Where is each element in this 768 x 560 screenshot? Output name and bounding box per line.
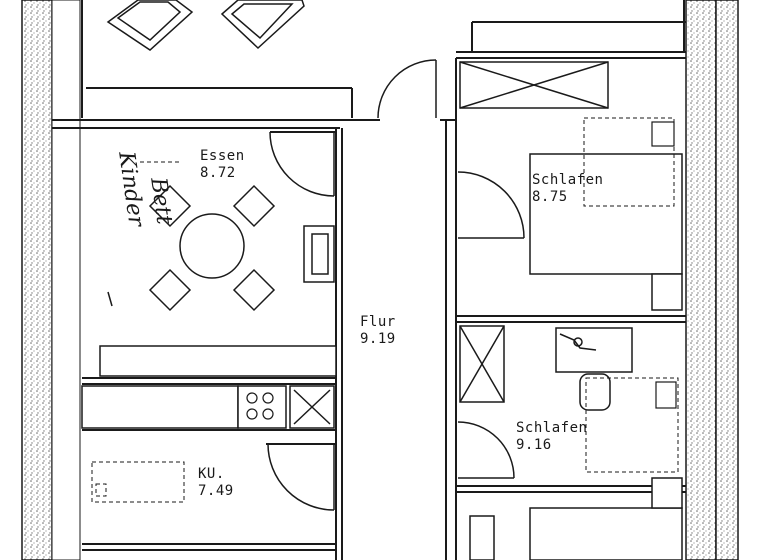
radiator-essen <box>303 225 335 283</box>
pencil-mark <box>107 291 113 307</box>
room-label-kueche: KU. 7.49 <box>198 466 234 500</box>
room-area-essen: 8.72 <box>200 165 236 181</box>
kitchen-dashed-table <box>91 461 185 503</box>
nightstand-1 <box>651 121 675 147</box>
armchair-left <box>106 0 194 51</box>
dining-chairs <box>148 184 276 312</box>
stove-burners <box>246 392 274 420</box>
wardrobe-schlafen-2 <box>459 325 505 403</box>
armchair-right <box>220 0 305 50</box>
room-label-essen: Essen 8.72 <box>200 148 245 182</box>
room-area-flur: 9.19 <box>360 331 396 347</box>
room-name-schlafen-2: Schlafen <box>516 420 588 436</box>
room-name-essen: Essen <box>200 148 245 164</box>
room-label-flur: Flur 9.19 <box>360 314 396 348</box>
room-label-schlafen-2: Schlafen 9.16 <box>516 420 587 454</box>
room-area-schlafen-1: 8.75 <box>532 189 568 205</box>
room-name-kueche: KU. <box>198 466 225 482</box>
desk-lamp-icon <box>559 333 597 351</box>
bed-schlafen-1 <box>529 153 683 311</box>
door-swing-schlafen-1 <box>457 171 525 239</box>
room-area-schlafen-2: 9.16 <box>516 437 552 453</box>
kitchen-door-swing <box>267 443 335 511</box>
room-area-kueche: 7.49 <box>198 483 234 499</box>
door-swing-hall <box>377 59 437 119</box>
kitchen-counter <box>81 385 335 429</box>
room-name-flur: Flur <box>360 314 396 330</box>
dining-table <box>179 213 245 279</box>
sideboard-essen <box>99 345 337 377</box>
bed-dashed-1 <box>583 117 675 207</box>
room-label-schlafen-1: Schlafen 8.75 <box>532 172 603 206</box>
interior-walls <box>52 0 686 560</box>
door-swing-schlafen-2 <box>457 421 515 479</box>
nightstand-2 <box>655 381 677 409</box>
door-swing-essen <box>269 131 335 197</box>
room-name-schlafen-1: Schlafen <box>532 172 604 188</box>
exterior-walls <box>21 0 739 560</box>
bed-schlafen-2 <box>469 477 683 560</box>
bed-dashed-2 <box>585 377 679 473</box>
wardrobe-top <box>459 61 609 109</box>
chair-schlafen-2 <box>579 373 611 411</box>
